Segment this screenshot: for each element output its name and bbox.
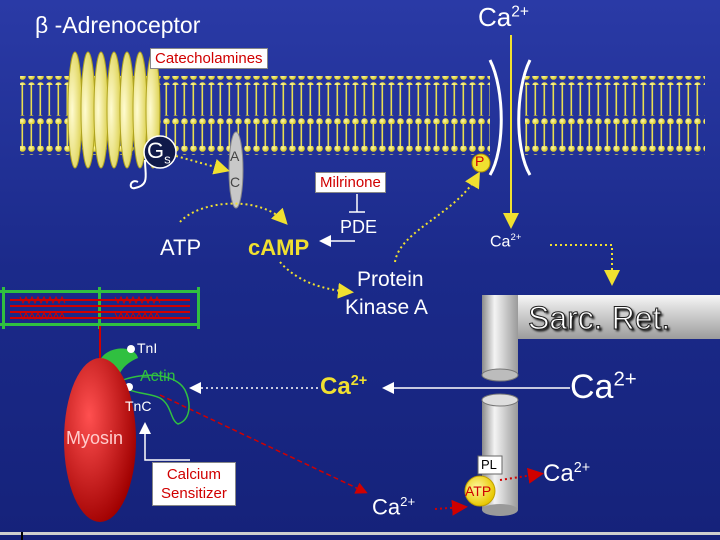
gs-label: Gs xyxy=(147,138,171,166)
calcium-sensitizer-label: Calcium Sensitizer xyxy=(152,462,236,506)
ca-channel-label: Ca2+ xyxy=(490,232,521,251)
ca-top-label: Ca2+ xyxy=(478,2,529,33)
ca-released-label: Ca2+ xyxy=(320,373,367,401)
actin-label: Actin xyxy=(140,368,176,386)
pka-label-line2: Kinase A xyxy=(345,296,428,320)
adenylyl-cyclase xyxy=(229,132,243,208)
atp-pump-label: ATP xyxy=(465,483,491,499)
ca-pump-label: Ca2+ xyxy=(543,460,590,488)
ac-label-c: C xyxy=(230,174,240,190)
phosphate-label: P xyxy=(475,153,484,169)
adrenoceptor-title: β -Adrenoceptor xyxy=(35,12,200,39)
ac-label-a: A xyxy=(230,148,239,164)
pl-label: PL xyxy=(481,457,497,472)
camp-label: cAMP xyxy=(248,235,309,261)
tni-label: TnI xyxy=(137,340,157,356)
milrinone-label: Milrinone xyxy=(315,172,386,193)
ca-bottom-label: Ca2+ xyxy=(372,494,415,520)
atp-label: ATP xyxy=(160,235,201,261)
catecholamines-label: Catecholamines xyxy=(150,48,268,69)
pde-label: PDE xyxy=(340,217,377,238)
sarc-ret-label: Sarc. Ret. xyxy=(528,300,670,337)
myosin-label: Myosin xyxy=(66,428,123,449)
pka-label-line1: Protein xyxy=(357,268,424,292)
tni-dot xyxy=(127,345,135,353)
ca-sr-big-label: Ca2+ xyxy=(570,368,637,407)
tnc-label: TnC xyxy=(125,398,151,414)
